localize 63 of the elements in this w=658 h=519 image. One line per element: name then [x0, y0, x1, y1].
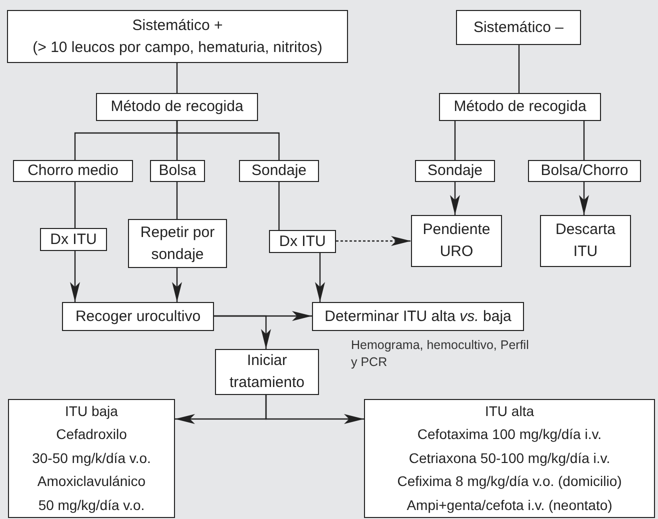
arrow [172, 268, 182, 302]
process-box [40, 228, 107, 251]
box-heading: ITU alta [484, 402, 534, 421]
note-text: Hemograma, hemocultivo, Perfil y PCR [351, 337, 530, 371]
process-box [7, 10, 348, 63]
box-text: Sondaje [427, 161, 483, 181]
box-text-line: Cetriaxona 50-100 mg/kg/día i.v. [408, 448, 610, 468]
process-box [128, 219, 227, 268]
box-text: Método de recogida [110, 97, 244, 117]
box-text: Pendiente URO [422, 220, 492, 262]
box-text: Repetir por sondaje [139, 222, 216, 264]
process-box [13, 160, 133, 182]
process-box [439, 93, 601, 121]
connector-line [583, 121, 585, 160]
box-text: Dx ITU [279, 232, 326, 252]
box-text-line: Cefadroxilo [56, 425, 127, 444]
arrow [315, 253, 325, 302]
box-text: (> 10 leucos por campo, hematuria, nitritos) [32, 38, 322, 58]
process-box [96, 93, 258, 121]
box-text: Dx ITU [50, 230, 97, 250]
box-text: Bolsa [158, 161, 196, 181]
process-box [239, 160, 319, 182]
process-box [528, 160, 641, 182]
box-text: Sondaje [251, 161, 307, 181]
arrow [70, 251, 80, 302]
connector-line [176, 121, 280, 160]
box-text: Método de recogida [454, 97, 586, 117]
box-text-line: 30-50 mg/k/día v.o. [32, 448, 151, 468]
arrow [214, 315, 271, 349]
box-heading: ITU baja [65, 402, 118, 421]
process-box [540, 215, 631, 267]
process-box [269, 230, 336, 253]
box-text: Recoger urocultivo [75, 306, 201, 326]
box-text: Iniciar tratamiento [228, 351, 306, 393]
box-text-line: Amoxiclavulánico [37, 472, 146, 492]
connector-line [518, 45, 520, 93]
process-box [8, 399, 175, 518]
process-box [364, 399, 655, 518]
box-text-line: 50 mg/kg/día v.o. [38, 496, 145, 515]
process-box [215, 349, 319, 395]
box-text-line: Cefotaxima 100 mg/kg/día i.v. [417, 425, 602, 444]
arrow [579, 182, 589, 215]
arrow [265, 395, 364, 424]
process-box [411, 215, 502, 267]
box-text: Chorro medio [28, 161, 118, 181]
box-text: Sistemático – [473, 18, 564, 38]
connector-line [454, 121, 456, 160]
process-box [456, 10, 581, 45]
connector-line [176, 63, 178, 93]
arrow [450, 182, 460, 215]
box-text: Descarta ITU [554, 220, 617, 262]
process-box [62, 302, 214, 331]
box-text: Determinar ITU alta vs. baja [324, 306, 512, 326]
box-text: Sistemático + [132, 16, 223, 36]
arrow [336, 236, 411, 246]
box-text: Bolsa/Chorro [540, 161, 628, 181]
box-text-line: Cefixima 8 mg/kg/día v.o. (domicilio) [397, 472, 622, 492]
connector-line [176, 182, 178, 219]
connector-line [278, 182, 280, 230]
box-text-line: Ampi+genta/cefota i.v. (neontato) [406, 496, 612, 515]
connector-line [74, 182, 76, 228]
process-box [150, 160, 205, 182]
process-box [415, 160, 495, 182]
